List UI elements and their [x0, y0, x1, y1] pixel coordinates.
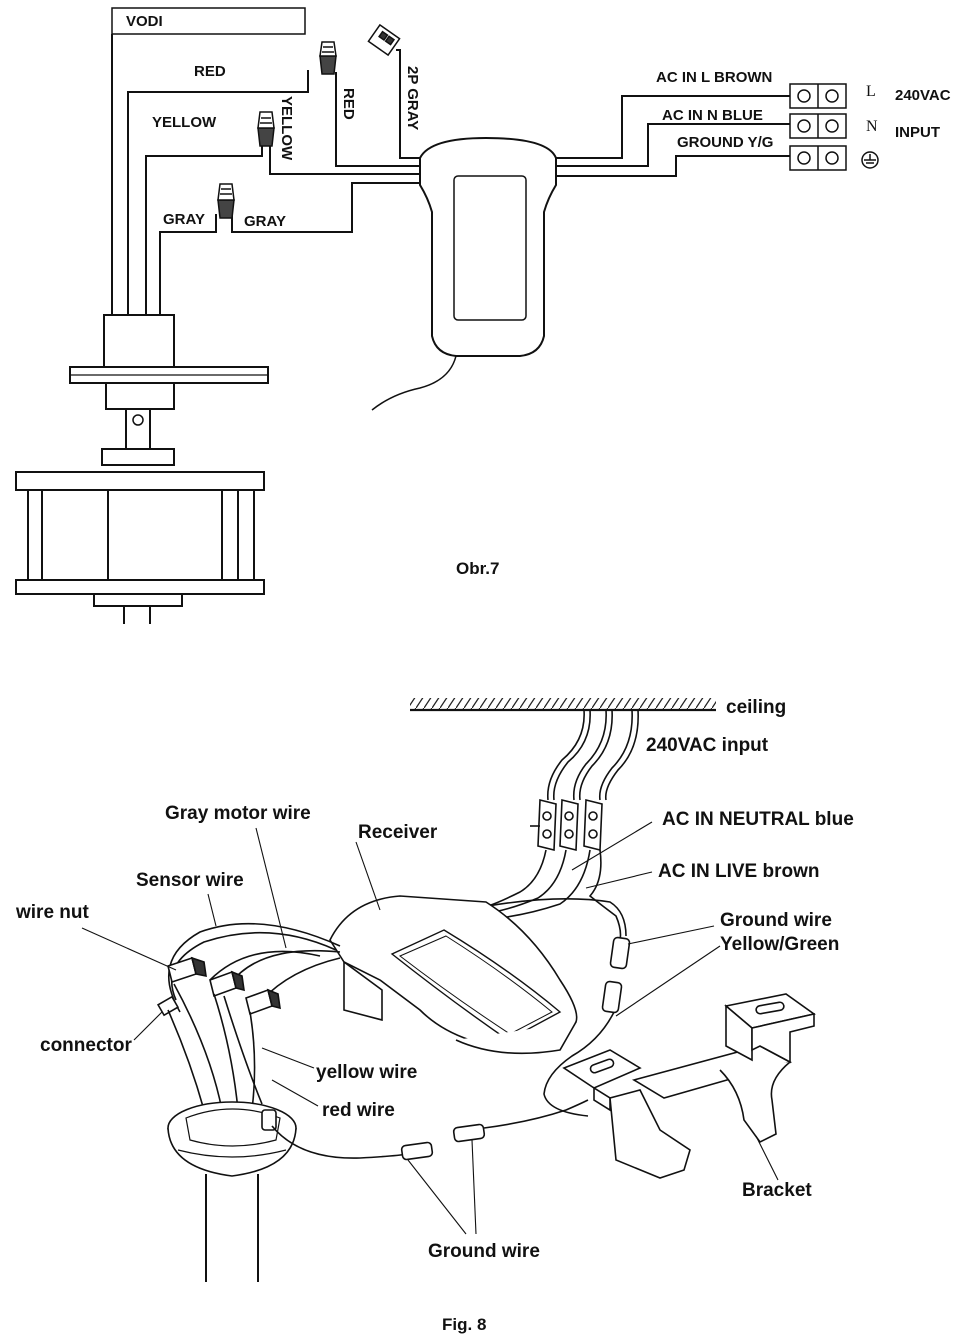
gray-2p-label-vertical: 2P GRAY — [404, 66, 421, 130]
antenna-wire — [371, 355, 457, 411]
terminal-n-label: N — [866, 118, 878, 135]
fan-motor — [15, 314, 269, 624]
ceiling-hatch — [410, 698, 716, 710]
red-wire-left — [127, 70, 309, 315]
ground-connector-lower — [400, 1123, 486, 1161]
terminal-l-label: L — [866, 83, 876, 100]
gray-2p-wire — [396, 49, 422, 159]
earth-icon — [861, 151, 879, 169]
vodi-box — [111, 7, 306, 35]
ground-wire-label-top: Ground wire — [720, 910, 832, 931]
red-label-left: RED — [194, 63, 226, 80]
terminal-blocks-8 — [530, 798, 603, 852]
mounting-bracket — [562, 993, 816, 1179]
receiver-label-area — [453, 175, 527, 321]
ceiling-label: ceiling — [726, 697, 786, 718]
vac-input-label: 240VAC input — [646, 735, 769, 756]
yellow-wire-label: yellow wire — [316, 1062, 417, 1083]
input-label-7: INPUT — [895, 124, 940, 141]
supply-wire-1 — [546, 709, 585, 801]
ground-label-7: GROUND Y/G — [677, 134, 773, 151]
receiver-8 — [329, 895, 578, 1055]
neutral-label: AC IN NEUTRAL blue — [662, 809, 854, 830]
red-wire-right — [335, 72, 422, 167]
supply-wire-2 — [572, 709, 607, 801]
gray-label-left: GRAY — [163, 211, 205, 228]
receiver-label: Receiver — [358, 822, 438, 843]
yellow-wire-right — [269, 140, 422, 175]
ac-n-wire — [554, 123, 794, 167]
caption-obr7: Obr.7 — [456, 559, 499, 578]
connector-2p — [367, 23, 401, 57]
wire-nut-label: wire nut — [15, 902, 90, 923]
yellow-green-label: Yellow/Green — [720, 934, 839, 955]
gray-wire-left — [159, 214, 217, 315]
caption-fig8: Fig. 8 — [442, 1315, 486, 1334]
ac-l-label: AC IN L BROWN — [656, 69, 772, 86]
ground-wire-label-bottom: Ground wire — [428, 1241, 540, 1262]
motor-canopy — [167, 1101, 297, 1177]
figure-8 — [156, 698, 816, 1282]
connector-8 — [156, 995, 180, 1017]
gray-motor-wire-label: Gray motor wire — [165, 803, 311, 824]
sensor-wire — [167, 922, 341, 1013]
gray-wire-right — [231, 182, 422, 233]
figure-7 — [15, 7, 879, 624]
vac-label-7: 240VAC — [895, 87, 951, 104]
wire-nut-gray — [217, 183, 235, 219]
connector-label: connector — [40, 1035, 132, 1056]
gray-label-right: GRAY — [244, 213, 286, 230]
wire-nut-yellow — [257, 111, 275, 147]
bracket-label: Bracket — [742, 1180, 812, 1201]
yellow-label-left: YELLOW — [152, 114, 217, 131]
supply-wire-3 — [598, 709, 633, 801]
live-label: AC IN LIVE brown — [658, 861, 820, 882]
ground-wire-8-top — [588, 849, 622, 941]
terminal-blocks-7 — [789, 83, 847, 171]
leader-lines-8 — [81, 821, 779, 1235]
vodi-label: VODI — [126, 13, 163, 30]
ac-n-label: AC IN N BLUE — [662, 107, 763, 124]
ac-l-wire — [554, 95, 794, 159]
red-label-vertical: RED — [340, 88, 357, 120]
receiver-7 — [371, 136, 557, 411]
wire-nut-red — [319, 41, 337, 75]
ground-connector-upper — [601, 936, 631, 1014]
ground-wire-7 — [554, 155, 794, 177]
yellow-label-vertical: YELLOW — [278, 96, 295, 161]
sensor-wire-label: Sensor wire — [136, 870, 244, 891]
ground-wire-8-bottom — [271, 1125, 409, 1159]
wire-nuts-8 — [167, 956, 281, 1016]
yellow-wire-left — [145, 142, 263, 315]
red-wire-label: red wire — [322, 1100, 395, 1121]
